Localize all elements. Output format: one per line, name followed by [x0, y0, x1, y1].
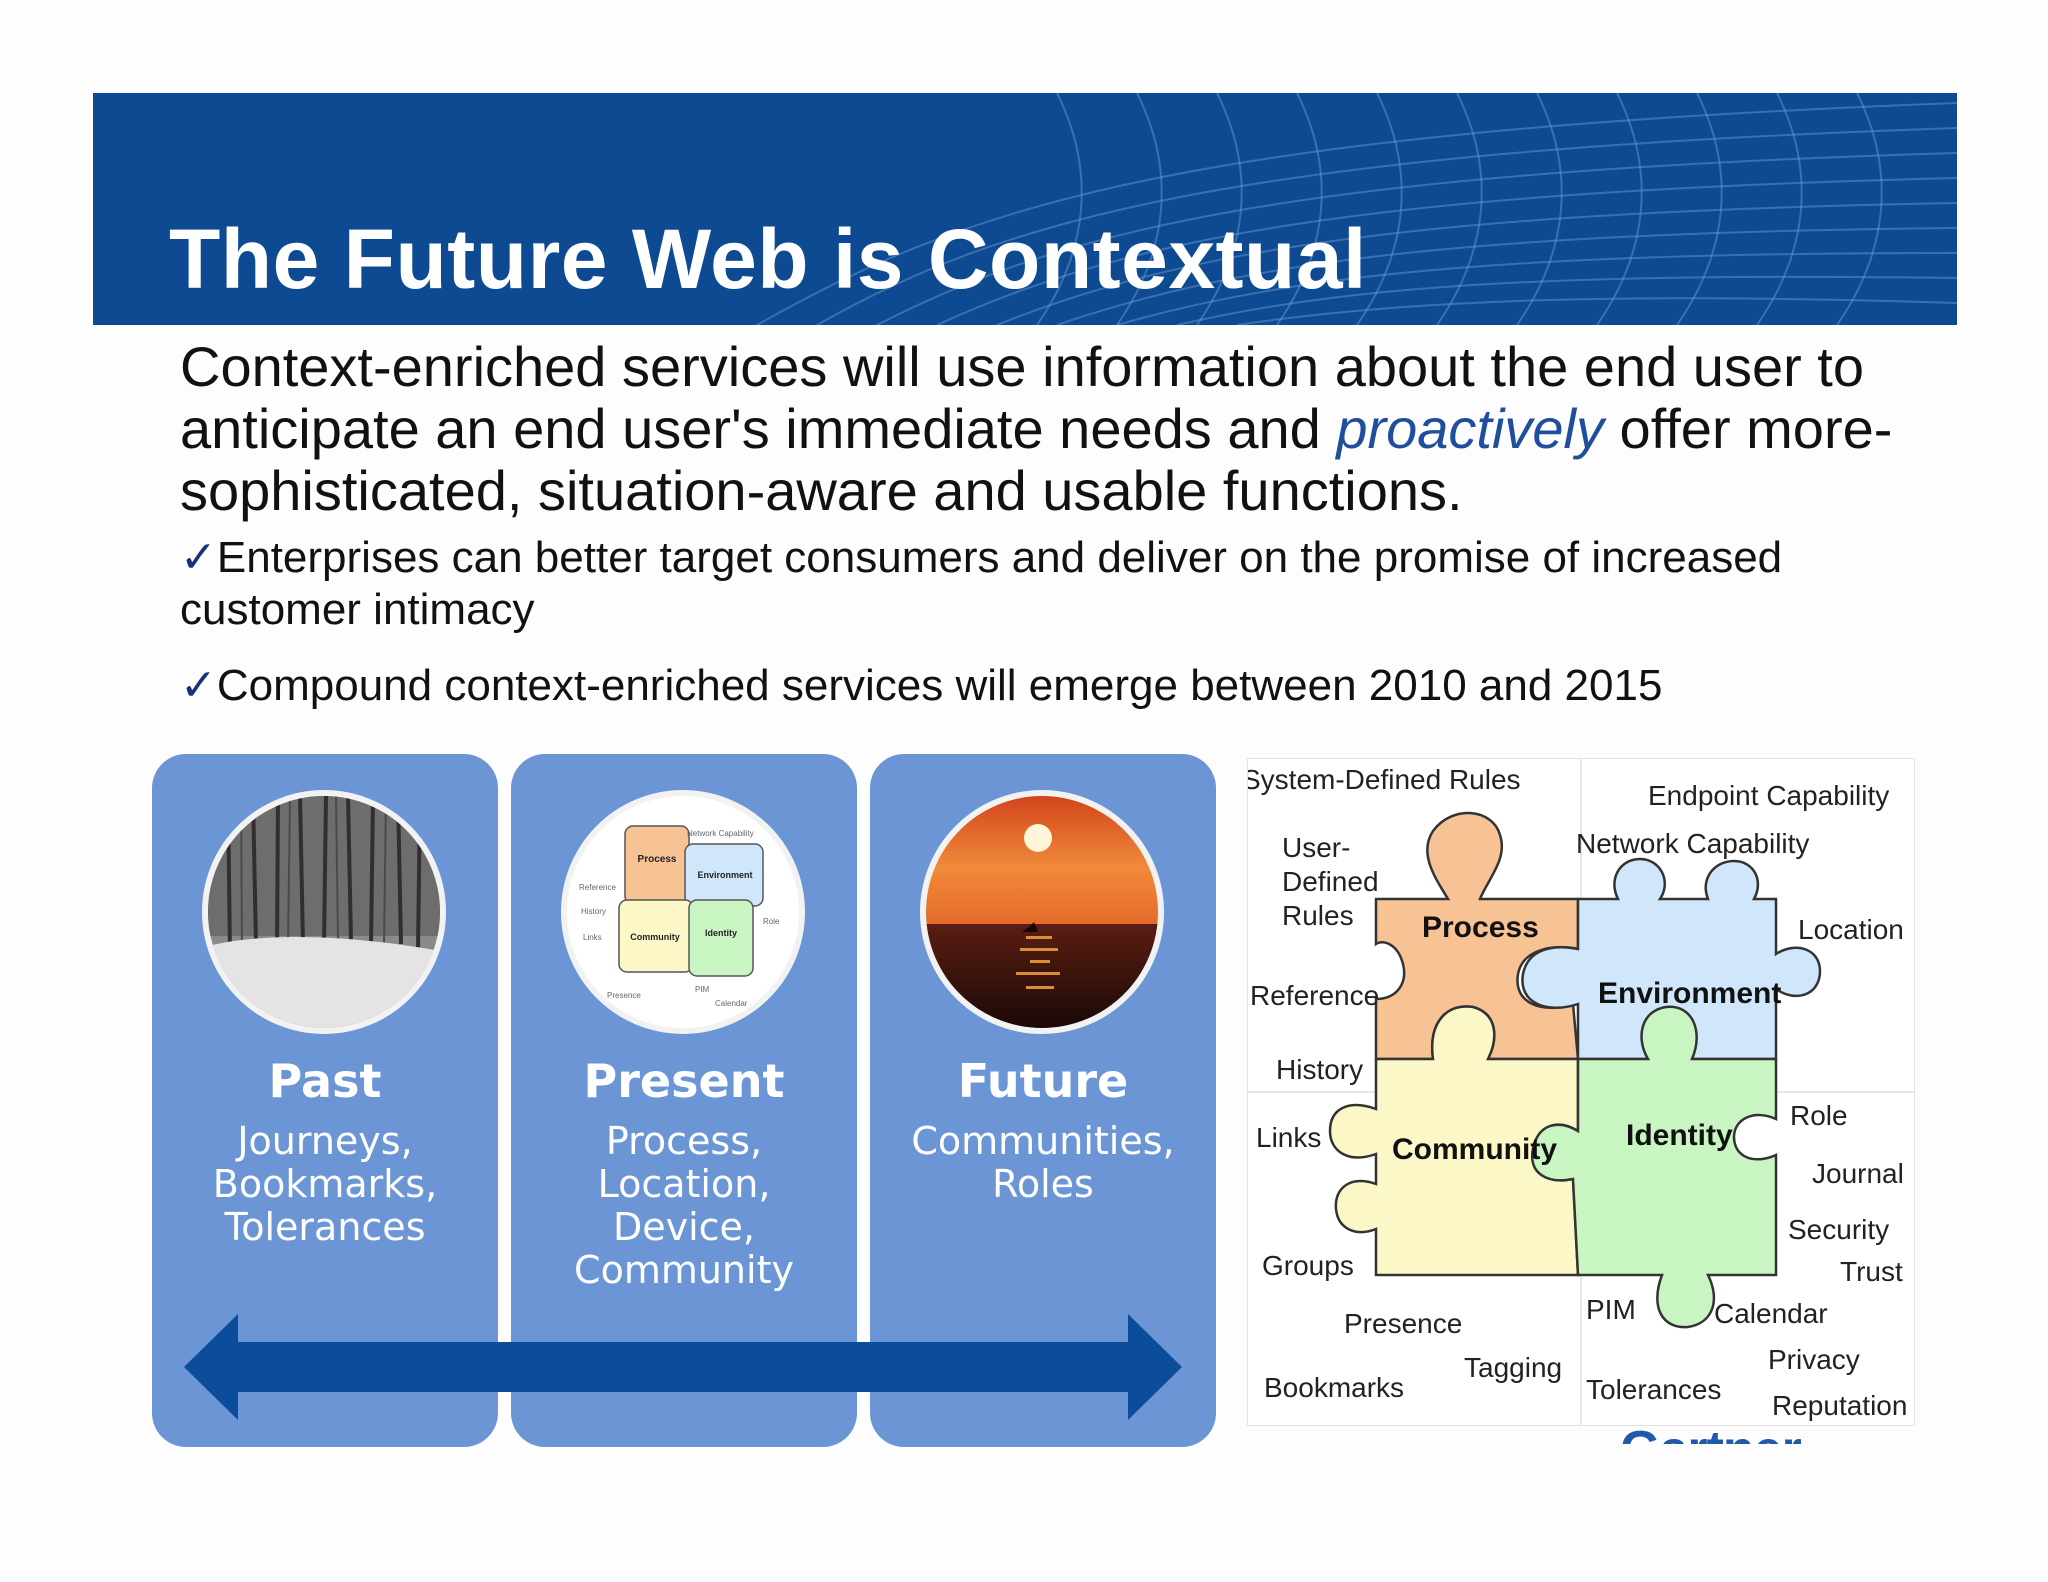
- snowy-forest-image: [202, 790, 446, 1034]
- process-puzzle-piece: [1374, 811, 1580, 1061]
- puzzle-label: Rules: [1282, 900, 1354, 931]
- mesh-pattern-graphic: [756, 93, 1957, 325]
- svg-text:Presence: Presence: [607, 991, 641, 1000]
- thumb-label: Identity: [705, 928, 737, 938]
- description-line: Bookmarks,: [212, 1162, 438, 1206]
- bullet-item: ✓Enterprises can better target consumers…: [180, 532, 1900, 636]
- svg-text:Role: Role: [763, 917, 780, 926]
- title-banner: The Future Web is Contextual: [93, 93, 1957, 325]
- process-label: Process: [1422, 911, 1539, 944]
- environment-puzzle-piece: [1521, 857, 1822, 1061]
- puzzle-label: Endpoint Capability: [1648, 780, 1890, 811]
- checkmark-icon: ✓: [180, 661, 217, 710]
- svg-text:History: History: [581, 907, 606, 916]
- environment-label: Environment: [1598, 977, 1782, 1010]
- puzzle-label: Journal: [1812, 1158, 1904, 1189]
- puzzle-label: Calendar: [1714, 1298, 1828, 1329]
- lead-text-before: Context-enriched services will use infor…: [180, 335, 1864, 460]
- community-label: Community: [1392, 1133, 1557, 1166]
- puzzle-label: Links: [1256, 1122, 1322, 1153]
- puzzle-label: Bookmarks: [1264, 1372, 1405, 1403]
- puzzle-label: Defined: [1282, 866, 1379, 897]
- puzzle-label: Presence: [1344, 1308, 1463, 1339]
- lead-text-after: offer more-sophisticated, situation-awar…: [180, 397, 1893, 522]
- puzzle-label: History: [1276, 1054, 1364, 1085]
- sunset-sea-image: [920, 790, 1164, 1034]
- description-line: Process,: [605, 1119, 763, 1163]
- puzzle-label: Groups: [1262, 1250, 1354, 1281]
- column-title: Future: [957, 1054, 1129, 1108]
- description-line: Communities,: [911, 1119, 1175, 1163]
- puzzle-label: Reputation: [1772, 1390, 1908, 1421]
- svg-text:Network Capability: Network Capability: [687, 829, 754, 838]
- svg-text:Calendar: Calendar: [715, 999, 748, 1008]
- description-line: Location,: [597, 1162, 771, 1206]
- context-puzzle-diagram: System-Defined Rules Endpoint Capability…: [1247, 758, 1915, 1426]
- column-title: Past: [268, 1054, 382, 1108]
- thumb-label: Environment: [697, 870, 752, 880]
- puzzle-label: Tolerances: [1586, 1374, 1722, 1405]
- lead-emphasis: proactively: [1336, 397, 1604, 460]
- puzzle-label: System-Defined Rules: [1247, 764, 1521, 795]
- description-line: Tolerances: [224, 1205, 426, 1249]
- puzzle-label: Location: [1798, 914, 1904, 945]
- svg-text:PIM: PIM: [695, 985, 710, 994]
- thumb-label: Process: [638, 854, 677, 865]
- description-line: Community: [574, 1248, 794, 1292]
- puzzle-label: Network Capability: [1576, 828, 1810, 859]
- timeline-column-present: Process Environment Community Identity R…: [511, 754, 857, 1447]
- checkmark-icon: ✓: [180, 533, 217, 582]
- identity-puzzle-piece: [1530, 1005, 1778, 1329]
- puzzle-label: Tagging: [1464, 1352, 1563, 1383]
- puzzle-label: Reference: [1250, 980, 1380, 1011]
- svg-text:Links: Links: [583, 933, 602, 942]
- puzzle-label: Security: [1788, 1214, 1890, 1245]
- double-headed-arrow-icon: [184, 1314, 1182, 1420]
- description-line: Journeys,: [237, 1119, 413, 1163]
- timeline-column-future: Future Communities, Roles: [870, 754, 1216, 1447]
- column-title: Present: [583, 1054, 785, 1108]
- puzzle-label: User-: [1282, 832, 1351, 863]
- bullet-text: Enterprises can better target consumers …: [180, 533, 1783, 634]
- description-line: Device,: [612, 1205, 756, 1249]
- puzzle-label: Role: [1790, 1100, 1848, 1131]
- puzzle-label: Trust: [1840, 1256, 1903, 1287]
- description-line: Roles: [992, 1162, 1094, 1206]
- puzzle-label: Privacy: [1768, 1344, 1860, 1375]
- timeline-column-past: Past Journeys, Bookmarks, Tolerances: [152, 754, 498, 1447]
- puzzle-thumbnail-image: Process Environment Community Identity R…: [561, 790, 805, 1034]
- column-description: Journeys, Bookmarks, Tolerances: [152, 1120, 498, 1249]
- gartner-logo: Gartner: [1620, 1420, 1801, 1444]
- puzzle-label: PIM: [1586, 1294, 1636, 1325]
- identity-label: Identity: [1626, 1119, 1733, 1152]
- bullet-text: Compound context-enriched services will …: [216, 661, 1663, 710]
- thumb-label: Community: [630, 932, 680, 942]
- svg-text:Reference: Reference: [579, 883, 616, 892]
- slide-title: The Future Web is Contextual: [169, 212, 1367, 306]
- bullet-item: ✓Compound context-enriched services will…: [180, 660, 1900, 712]
- column-description: Communities, Roles: [870, 1120, 1216, 1206]
- column-description: Process, Location, Device, Community: [511, 1120, 857, 1292]
- lead-paragraph: Context-enriched services will use infor…: [180, 336, 1900, 522]
